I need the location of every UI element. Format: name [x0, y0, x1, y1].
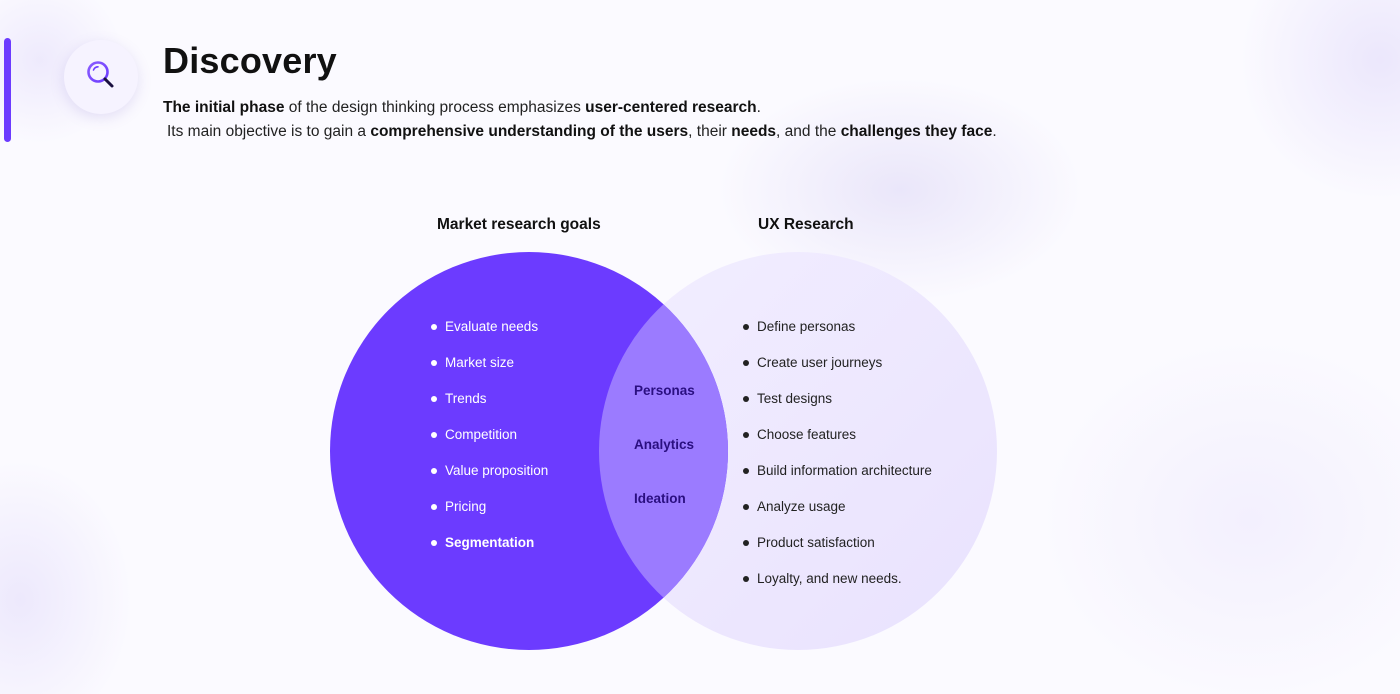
market-research-item: Trends	[431, 390, 548, 426]
description-segment: , their	[688, 123, 732, 140]
ux-research-item: Choose features	[743, 426, 932, 462]
description-line-1: The initial phase of the design thinking…	[163, 99, 761, 116]
overlap-item: Ideation	[634, 491, 686, 506]
page-description: The initial phase of the design thinking…	[163, 96, 1163, 144]
ux-research-item: Loyalty, and new needs.	[743, 570, 932, 606]
market-research-item: Market size	[431, 354, 548, 390]
description-segment: .	[992, 123, 997, 140]
description-segment: user-centered research	[585, 99, 757, 116]
venn-right-title: UX Research	[758, 216, 854, 233]
section-accent-bar	[4, 38, 11, 142]
ux-research-item: Create user journeys	[743, 354, 932, 390]
ux-research-item: Build information architecture	[743, 462, 932, 498]
overlap-item: Analytics	[634, 437, 695, 452]
description-segment: comprehensive understanding of the users	[370, 123, 689, 140]
description-line-2: Its main objective is to gain a comprehe…	[163, 120, 1163, 144]
page-title: Discovery	[163, 40, 337, 81]
overlap-item: Personas	[634, 383, 695, 398]
market-research-item: Evaluate needs	[431, 318, 548, 354]
description-segment: of the design thinking process emphasize…	[284, 99, 586, 116]
discovery-icon-badge	[64, 40, 138, 114]
market-research-item: Value proposition	[431, 462, 548, 498]
market-research-item: Segmentation	[431, 534, 548, 570]
description-segment: The initial phase	[163, 99, 285, 116]
description-segment: , and the	[776, 123, 841, 140]
ux-research-item: Test designs	[743, 390, 932, 426]
description-segment: needs	[731, 123, 777, 140]
description-segment: Its main objective is to gain a	[167, 123, 371, 140]
ux-research-item: Product satisfaction	[743, 534, 932, 570]
venn-left-title: Market research goals	[437, 216, 601, 233]
market-research-item: Pricing	[431, 498, 548, 534]
description-segment: challenges they face	[840, 123, 993, 140]
ux-research-item: Analyze usage	[743, 498, 932, 534]
search-icon	[83, 57, 119, 98]
description-segment: .	[756, 99, 761, 116]
market-research-item: Competition	[431, 426, 548, 462]
ux-research-item: Define personas	[743, 318, 932, 354]
